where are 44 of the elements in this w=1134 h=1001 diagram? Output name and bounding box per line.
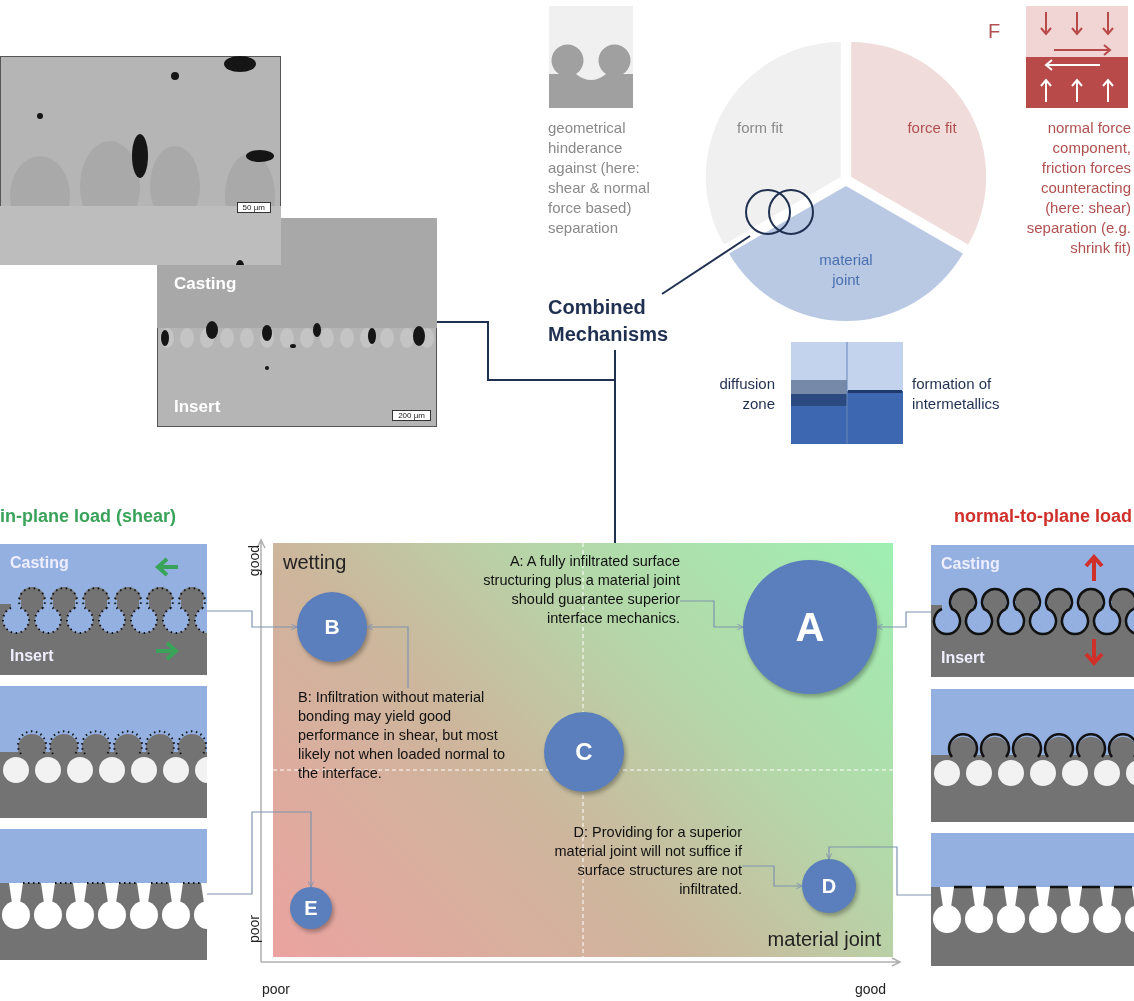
layer-label: Insert <box>174 397 221 417</box>
slice-label: form fit <box>736 118 784 138</box>
heading-text: Combined Mechanisms <box>548 294 680 350</box>
layer-label: Casting <box>174 274 237 294</box>
slice-label: force fit <box>906 118 958 138</box>
point-marker: D <box>802 859 856 913</box>
annotation-text: D: Providing for a superior material joint will not suffice if surface structures are not infiltrated. <box>524 823 742 899</box>
point-marker: B <box>297 592 367 662</box>
layer-label: Insert <box>10 647 54 665</box>
section-heading: normal-to-plane load <box>954 506 1132 527</box>
point-marker: A <box>743 560 877 694</box>
annotation-text: A: A fully infiltrated surface structuring plus a material joint should guarantee superior interface mechanics. <box>478 552 680 628</box>
section-heading: in-plane load (shear) <box>0 506 177 527</box>
axis-title: material joint <box>767 928 881 951</box>
arrow <box>825 846 932 896</box>
description-text: normal force component, friction forces counteracting (here: shear) separation (e.g. shrink fit) <box>1025 118 1131 258</box>
arrow <box>679 600 744 631</box>
connector-line <box>436 321 616 381</box>
chart-area <box>273 543 893 957</box>
axis-tick-label: good <box>246 545 262 577</box>
axis-title: wetting <box>283 551 347 574</box>
annotation-text: B: Infiltration without material bonding may yield good performance in shear, but most likely not when loaded normal to the interface. <box>298 688 518 783</box>
description-text: formation of intermetallics <box>912 374 1001 414</box>
arrow <box>206 811 315 895</box>
scale-bar-label: 50 µm <box>236 202 271 213</box>
arrow <box>206 610 298 631</box>
description-text: geometrical hinderance against (here: shear & normal force based) separation <box>548 118 651 238</box>
layer-label: Casting <box>941 555 1000 573</box>
axis-tick-label: good <box>855 981 887 997</box>
arrow <box>876 611 932 631</box>
arrow <box>366 623 409 689</box>
axis-tick-label: poor <box>262 981 291 997</box>
point-marker: E <box>290 887 332 929</box>
force-symbol: F <box>988 20 1001 43</box>
axis-tick-label: poor <box>246 915 262 944</box>
layer-label: Insert <box>941 649 985 667</box>
slice-label: material joint <box>818 250 874 290</box>
description-text: diffusion zone <box>718 374 775 414</box>
layer-label: Casting <box>10 554 69 572</box>
connector-line <box>614 349 616 544</box>
connector-line <box>661 235 751 295</box>
point-marker: C <box>544 712 624 792</box>
arrow <box>741 865 803 890</box>
scale-bar-label: 200 µm <box>392 410 431 421</box>
